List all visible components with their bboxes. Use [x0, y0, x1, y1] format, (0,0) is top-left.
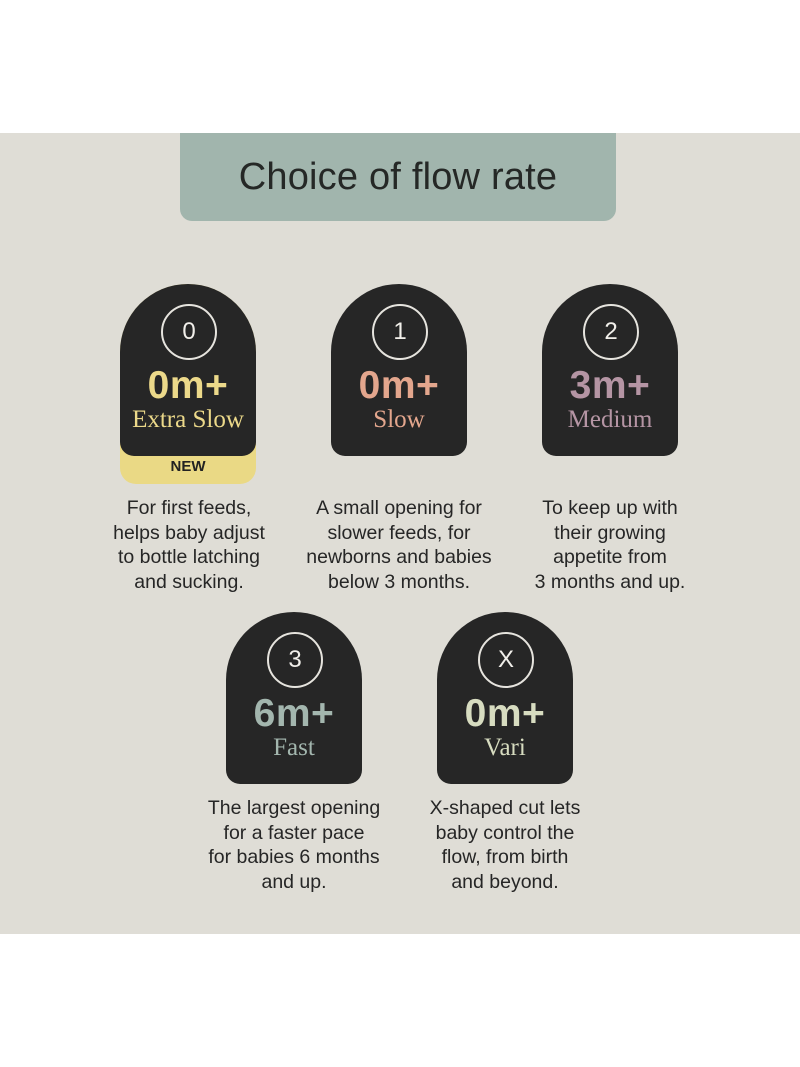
flow-card-2: 2 3m+ Medium	[542, 284, 678, 456]
flow-number-circle: 0	[161, 304, 217, 360]
description-line: 3 months and up.	[534, 570, 686, 593]
description-line: below 3 months.	[328, 570, 470, 593]
flow-number-circle: X	[478, 632, 534, 688]
flow-number-circle: 3	[267, 632, 323, 688]
flow-card-body: 0 0m+ Extra Slow	[120, 284, 256, 456]
flow-description-1: A small opening for slower feeds, for ne…	[294, 496, 504, 594]
description-line: flow, from birth	[441, 846, 569, 868]
flow-description-0: For first feeds, helps baby adjust to bo…	[84, 496, 294, 594]
title-banner: Choice of flow rate	[180, 133, 616, 221]
flow-speed: Fast	[273, 734, 315, 761]
description-line: to bottle latching	[117, 546, 260, 568]
flow-number-circle: 2	[583, 304, 639, 360]
flow-speed: Medium	[567, 406, 653, 433]
flow-number-circle: 1	[372, 304, 428, 360]
new-badge: NEW	[170, 458, 206, 475]
flow-age: 6m+	[253, 692, 335, 735]
description-line: helps baby adjust	[113, 521, 265, 544]
description-line: their growing	[554, 521, 666, 544]
description-line: To keep up with	[542, 497, 678, 519]
description-line: For first feeds,	[126, 497, 252, 519]
background-panel	[0, 133, 800, 934]
description-line: The largest opening	[207, 797, 381, 819]
description-line: and sucking.	[134, 570, 244, 593]
flow-age: 0m+	[147, 364, 229, 407]
description-line: A small opening for	[316, 497, 482, 519]
flow-description-x: X-shaped cut lets baby control the flow,…	[400, 796, 610, 894]
description-line: appetite from	[553, 546, 667, 568]
flow-speed: Extra Slow	[132, 406, 244, 433]
description-line: slower feeds, for	[327, 521, 471, 544]
flow-card-x: X 0m+ Vari	[437, 612, 573, 784]
flow-speed: Slow	[373, 406, 425, 433]
description-line: and beyond.	[451, 870, 559, 893]
page-title: Choice of flow rate	[238, 155, 558, 198]
flow-card-0: 0 0m+ Extra Slow NEW	[120, 284, 256, 484]
description-line: newborns and babies	[306, 546, 492, 568]
flow-age: 0m+	[464, 692, 546, 735]
flow-age: 3m+	[569, 364, 651, 407]
description-line: for babies 6 months	[208, 846, 380, 868]
flow-description-2: To keep up with their growing appetite f…	[505, 496, 715, 594]
description-line: baby control the	[435, 821, 575, 844]
flow-age: 0m+	[358, 364, 440, 407]
description-line: and up.	[261, 870, 327, 893]
description-line: for a faster pace	[223, 821, 365, 844]
flow-speed: Vari	[484, 734, 526, 761]
flow-card-1: 1 0m+ Slow	[331, 284, 467, 456]
flow-description-3: The largest opening for a faster pace fo…	[189, 796, 399, 894]
description-line: X-shaped cut lets	[429, 797, 581, 819]
flow-card-3: 3 6m+ Fast	[226, 612, 362, 784]
